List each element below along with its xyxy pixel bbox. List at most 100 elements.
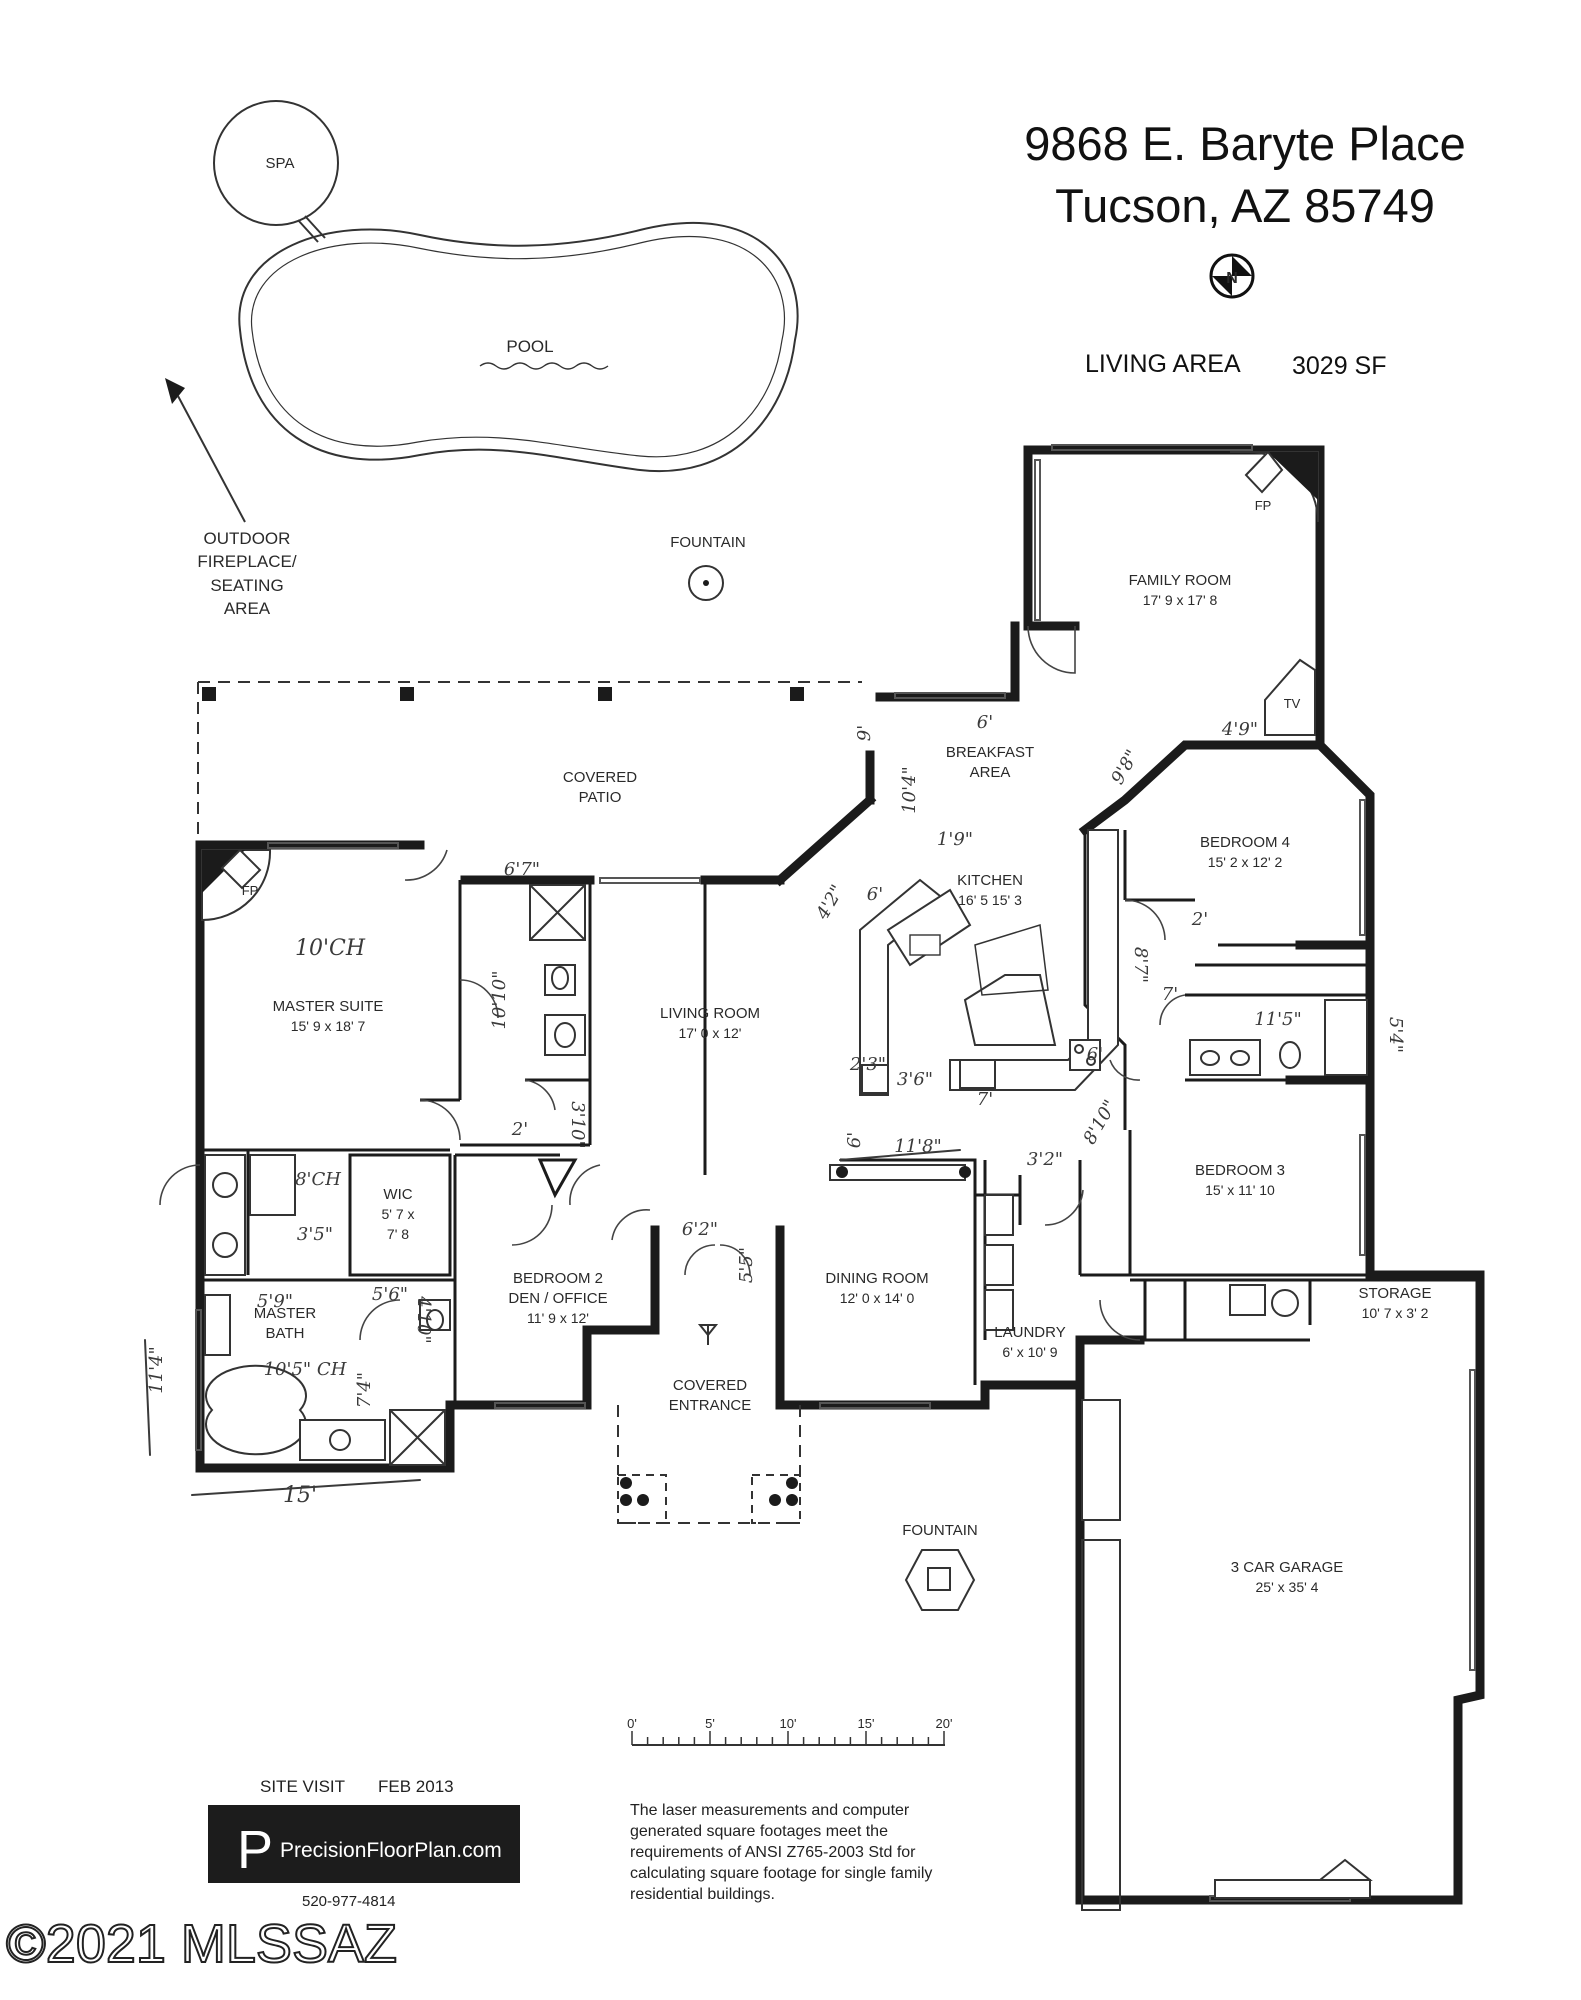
laundry-name: LAUNDRY xyxy=(994,1324,1065,1341)
garage-name: 3 CAR GARAGE xyxy=(1231,1559,1344,1576)
hand-kitchen-g: 6' xyxy=(1087,1044,1103,1065)
hand-kitchen-b: 4'2" xyxy=(812,881,849,924)
interior-walls xyxy=(200,830,1480,1405)
hand-kitchen-a: 1'9" xyxy=(937,829,973,850)
fountain-back: FOUNTAIN xyxy=(670,534,746,601)
hand-hall-b: 7' xyxy=(1162,984,1178,1005)
hand-mbath-a: 5'9" xyxy=(257,1291,293,1312)
site-visit-date: FEB 2013 xyxy=(378,1777,454,1796)
site-visit-label: SITE VISIT xyxy=(260,1777,345,1796)
svg-text:generated square footages meet: generated square footages meet the xyxy=(630,1823,888,1840)
wic-name: WIC xyxy=(383,1186,412,1203)
living-room-dim: 17' 0 x 12' xyxy=(679,1025,742,1041)
svg-text:OUTDOOR: OUTDOOR xyxy=(204,529,291,548)
svg-text:residential buildings.: residential buildings. xyxy=(630,1886,775,1903)
address-line-2: Tucson, AZ 85749 xyxy=(1055,179,1435,232)
bedroom4-name: BEDROOM 4 xyxy=(1200,834,1290,851)
master-suite-name: MASTER SUITE xyxy=(273,998,384,1015)
scale-5: 5' xyxy=(705,1716,715,1731)
disclaimer: The laser measurements and computer gene… xyxy=(630,1802,932,1903)
logo-letter: P xyxy=(237,1820,273,1880)
svg-text:FOUNTAIN: FOUNTAIN xyxy=(670,534,746,551)
master-bath-name-2: BATH xyxy=(266,1325,305,1342)
hand-breakfast-c: 10'4" xyxy=(899,766,920,814)
svg-text:The laser measurements and com: The laser measurements and computer xyxy=(630,1802,910,1819)
living-area-value: 3029 SF xyxy=(1292,352,1387,380)
hand-dining-a: 6'2" xyxy=(682,1219,718,1240)
svg-text:FOUNTAIN: FOUNTAIN xyxy=(902,1522,978,1539)
hand-bath-dim-a: 10'10" xyxy=(489,970,510,1029)
svg-text:FIREPLACE/: FIREPLACE/ xyxy=(197,552,296,571)
svg-text:COVERED: COVERED xyxy=(563,769,637,786)
hand-family-tv: 4'9" xyxy=(1221,719,1258,740)
hand-kitchen-d: 2'3" xyxy=(849,1054,886,1075)
pool-label: POOL xyxy=(506,337,553,356)
dining-room-dim: 12' 0 x 14' 0 xyxy=(840,1290,915,1306)
scale-20: 20' xyxy=(936,1716,953,1731)
hand-bed3-b: 3'2" xyxy=(1027,1149,1063,1170)
hand-wic-a: 3'5" xyxy=(297,1224,333,1245)
north-label: N xyxy=(1226,270,1238,287)
hand-bed4-b: 2' xyxy=(1191,909,1208,930)
scale-10: 10' xyxy=(780,1716,797,1731)
living-area-label: LIVING AREA xyxy=(1085,350,1241,378)
fireplace-label-family: FP xyxy=(1255,498,1272,513)
laundry-dim: 6' x 10' 9 xyxy=(1002,1344,1057,1360)
company-logo: P PrecisionFloorPlan.com xyxy=(208,1805,520,1883)
hand-living-a: 3'10" xyxy=(567,1101,588,1149)
logo-phone: 520-977-4814 xyxy=(302,1893,395,1910)
hand-ceiling-wic: 8'CH xyxy=(295,1169,341,1190)
scale-bar: 0' 5' 10' 15' 20' xyxy=(627,1716,953,1746)
hand-mbath-e: 11'4" xyxy=(146,1346,167,1394)
fountain-front: FOUNTAIN xyxy=(902,1522,978,1611)
svg-text:AREA: AREA xyxy=(224,599,271,618)
hand-dining-b: 5'5" xyxy=(736,1247,757,1283)
kitchen-dim: 16' 5 15' 3 xyxy=(958,892,1022,908)
hand-ceiling-master: 10'CH xyxy=(295,936,366,961)
dining-room-name: DINING ROOM xyxy=(825,1270,928,1287)
bedroom3-name: BEDROOM 3 xyxy=(1195,1162,1285,1179)
hand-living-c: 6' xyxy=(844,1132,865,1148)
hand-kitchen-f: 7' xyxy=(977,1089,993,1110)
svg-text:calculating square footage for: calculating square footage for single fa… xyxy=(630,1865,932,1882)
hand-bed3-a: 8'10" xyxy=(1079,1096,1121,1148)
master-bath-name-1: MASTER xyxy=(254,1305,317,1322)
hand-kitchen-c: 6' xyxy=(867,884,883,905)
breakfast-name-1: BREAKFAST xyxy=(946,744,1034,761)
family-room-dim: 17' 9 x 17' 8 xyxy=(1143,592,1218,608)
doors xyxy=(159,625,1186,1341)
watermark: ©2021 MLSSAZ xyxy=(6,1914,397,1974)
storage-name: STORAGE xyxy=(1358,1285,1431,1302)
address-line-1: 9868 E. Baryte Place xyxy=(1024,117,1466,170)
tv-label: TV xyxy=(1284,696,1301,711)
hand-kitchen-e: 3'6" xyxy=(897,1069,933,1090)
svg-text:requirements of ANSI Z765-2003: requirements of ANSI Z765-2003 Std for xyxy=(630,1844,916,1861)
hand-hall-a: 8'7" xyxy=(1130,947,1151,983)
hand-mbath-c: 4'10" xyxy=(413,1295,434,1344)
svg-text:PATIO: PATIO xyxy=(579,789,622,806)
bedroom2-name-2: DEN / OFFICE xyxy=(508,1290,607,1307)
fireplace-label-master: FP xyxy=(242,883,259,898)
room-labels: FAMILY ROOM 17' 9 x 17' 8 BREAKFAST AREA… xyxy=(254,572,1432,1595)
wic-dim-1: 5' 7 x xyxy=(381,1206,414,1222)
bedroom4-dim: 15' 2 x 12' 2 xyxy=(1208,854,1283,870)
master-suite-dim: 15' 9 x 18' 7 xyxy=(291,1018,366,1034)
covered-entrance-1: COVERED xyxy=(673,1377,747,1394)
bedroom2-name-1: BEDROOM 2 xyxy=(513,1270,603,1287)
spa-label: SPA xyxy=(266,155,295,172)
north-arrow-icon: N xyxy=(1209,253,1255,299)
fixtures: FP FP TV xyxy=(201,450,1373,1911)
hand-bed2-a: 2' xyxy=(511,1119,528,1140)
covered-patio: COVERED PATIO xyxy=(197,681,862,842)
hand-bath-b: 5'4" xyxy=(1385,1017,1406,1053)
scale-15: 15' xyxy=(858,1716,875,1731)
garage-dim: 25' x 35' 4 xyxy=(1256,1579,1319,1595)
pool: POOL xyxy=(238,221,799,473)
covered-entrance-2: ENTRANCE xyxy=(669,1397,752,1414)
living-room-name: LIVING ROOM xyxy=(660,1005,760,1022)
family-room-name: FAMILY ROOM xyxy=(1129,572,1232,589)
bedroom3-dim: 15' x 11' 10 xyxy=(1205,1182,1275,1198)
hand-mbath-b: 5'6" xyxy=(372,1284,408,1305)
storage-dim: 10' 7 x 3' 2 xyxy=(1362,1305,1429,1321)
